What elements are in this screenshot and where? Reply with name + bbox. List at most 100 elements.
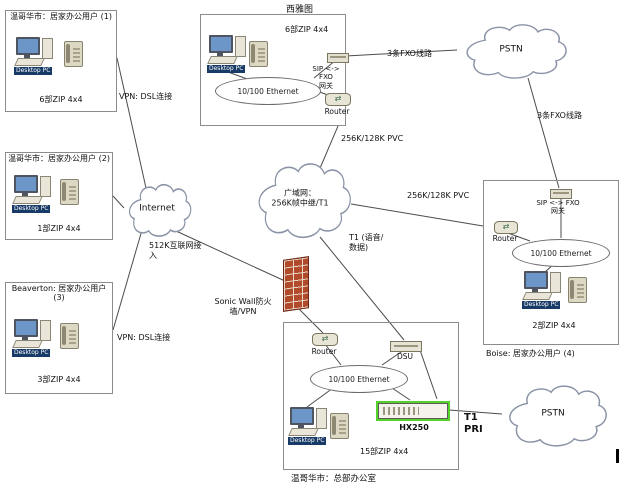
site-title-seattle: 西雅图 <box>286 5 314 15</box>
router-label: Router <box>492 234 518 243</box>
t1-pri-label: T1 PRI <box>464 412 483 435</box>
desktop-pc-label: Desktop PC <box>522 301 561 309</box>
phone-count-label: 2部ZIP 4x4 <box>532 321 576 330</box>
site-title-home3: Beaverton: 居家办公用户 (3) <box>11 284 107 303</box>
desktop-pc-icon: Desktop PC <box>12 175 52 215</box>
sip-fxo-gateway-label: SIP <-> FXO 网关 <box>536 199 580 216</box>
pvc-label-top: 256K/128K PVC <box>341 134 404 143</box>
tower-icon <box>550 272 561 293</box>
zip-phone-icon <box>60 323 79 349</box>
sip-fxo-gateway-icon <box>550 189 572 199</box>
fxo-label-right: 3条FXO线路 <box>537 111 582 120</box>
link-seattle-wan <box>317 125 339 174</box>
ethernet-segment: 10/100 Ethernet <box>215 77 321 105</box>
site-title-home2: 温哥华市：居家办公用户 (2) <box>8 154 110 163</box>
phone-count-label: 3部ZIP 4x4 <box>37 375 81 385</box>
vpn-dsl-label-1: VPN: DSL连接 <box>119 92 173 101</box>
link-hx250-pstn <box>448 409 503 415</box>
monitor-icon <box>14 319 38 340</box>
t1-voice-data-label: T1 (语音/ 数据) <box>349 233 384 252</box>
firewall-icon <box>283 256 309 312</box>
link-wan-boise <box>350 203 484 227</box>
ethernet-segment: 10/100 Ethernet <box>512 239 610 267</box>
ethernet-segment: 10/100 Ethernet <box>310 365 408 393</box>
zip-phone-icon <box>249 41 268 67</box>
router-label: Router <box>324 107 350 116</box>
desktop-pc-label: Desktop PC <box>288 437 327 445</box>
link-pstn-boise <box>527 77 560 189</box>
link-seattle-pstn <box>345 49 458 57</box>
hx250-pbx-icon <box>376 401 450 421</box>
link-internet-firewall <box>175 230 286 282</box>
vpn-dsl-label-3: VPN: DSL连接 <box>117 333 171 342</box>
tower-icon <box>40 176 51 197</box>
link-dsu-hx250 <box>419 349 438 400</box>
keyboard-icon <box>207 56 238 64</box>
site-box-home1: 温哥华市：居家办公用户 (1) Desktop PC 6部ZIP 4x4 <box>5 10 117 112</box>
phone-count-label: 6部ZIP 4x4 <box>285 25 329 34</box>
monitor-icon <box>524 271 548 292</box>
sip-fxo-gateway-label: SIP <-> FXO 网关 <box>312 65 340 90</box>
monitor-icon <box>16 37 40 58</box>
keyboard-icon <box>12 340 43 348</box>
keyboard-icon <box>288 428 319 436</box>
site-box-home3: Beaverton: 居家办公用户 (3) Desktop PC 3部ZIP 4… <box>5 282 113 394</box>
hx250-chassis <box>378 403 448 419</box>
link-seattle-gw-eth <box>313 59 337 79</box>
router-label: Router <box>311 347 337 356</box>
desktop-pc-icon: Desktop PC <box>14 37 54 77</box>
link-home1-internet <box>116 57 147 189</box>
zip-phone-icon <box>60 179 79 205</box>
zip-phone-icon <box>64 41 83 67</box>
link-hq-dsu-eth <box>381 349 405 366</box>
desktop-pc-label: Desktop PC <box>12 349 51 357</box>
keyboard-icon <box>522 292 553 300</box>
tower-icon <box>42 38 53 59</box>
link-home2-internet <box>112 195 125 209</box>
monitor-icon <box>14 175 38 196</box>
text-cursor-artifact <box>616 449 619 463</box>
pstn-bottom-cloud-label: PSTN <box>541 408 565 419</box>
sip-fxo-gateway-icon <box>327 53 349 63</box>
dsu-icon <box>390 341 422 352</box>
wan-cloud-label: 广域网： 256K帧中继/T1 <box>271 188 329 207</box>
phone-count-label: 6部ZIP 4x4 <box>39 95 83 105</box>
site-title-hq: 温哥华市：总部办公室 <box>291 474 377 484</box>
dsu-label: DSU <box>396 352 414 361</box>
tower-icon <box>316 408 327 429</box>
desktop-pc-label: Desktop PC <box>12 205 51 213</box>
fxo-label-top: 3条FXO线路 <box>387 49 432 58</box>
site-box-home2: 温哥华市：居家办公用户 (2) Desktop PC 1部ZIP 4x4 <box>5 152 113 240</box>
tower-icon <box>235 36 246 57</box>
desktop-pc-icon: Desktop PC <box>207 35 247 75</box>
desktop-pc-icon: Desktop PC <box>12 319 52 359</box>
keyboard-icon <box>14 58 45 66</box>
link-firewall-hq <box>298 308 324 334</box>
desktop-pc-label: Desktop PC <box>207 65 246 73</box>
site-box-hq: Router DSU 10/100 Ethernet Desktop PC 15… <box>283 322 459 470</box>
link-hq-router-eth <box>324 343 342 366</box>
hx250-label: HX250 <box>399 423 429 432</box>
link-hq-eth-pc <box>306 387 334 408</box>
pstn-top-cloud-label: PSTN <box>499 44 523 55</box>
site-title-home1: 温哥华市：居家办公用户 (1) <box>10 12 112 21</box>
desktop-pc-icon: Desktop PC <box>522 271 562 311</box>
desktop-pc-icon: Desktop PC <box>288 407 328 447</box>
site-box-seattle: 6部ZIP 4x4 Desktop PC SIP <-> FXO 网关 10/1… <box>200 14 351 126</box>
tower-icon <box>40 320 51 341</box>
phone-count-label: 1部ZIP 4x4 <box>37 224 81 234</box>
site-box-boise: SIP <-> FXO 网关 Router 10/100 Ethernet De… <box>483 180 619 345</box>
phone-count-label: 15部ZIP 4x4 <box>360 447 409 456</box>
zip-phone-icon <box>330 413 349 439</box>
firewall-label: Sonic Wall防火 墙/VPN <box>214 297 272 316</box>
internet-cloud-label: Internet <box>139 203 175 214</box>
internet-access-label: 512K互联网接 入 <box>149 241 202 260</box>
pvc-label-right: 256K/128K PVC <box>407 191 470 200</box>
site-title-boise: Boise: 居家办公用户 (4) <box>486 349 575 358</box>
router-icon <box>325 93 351 106</box>
keyboard-icon <box>12 196 43 204</box>
router-icon <box>494 221 518 234</box>
router-icon <box>312 333 338 346</box>
zip-phone-icon <box>568 277 587 303</box>
